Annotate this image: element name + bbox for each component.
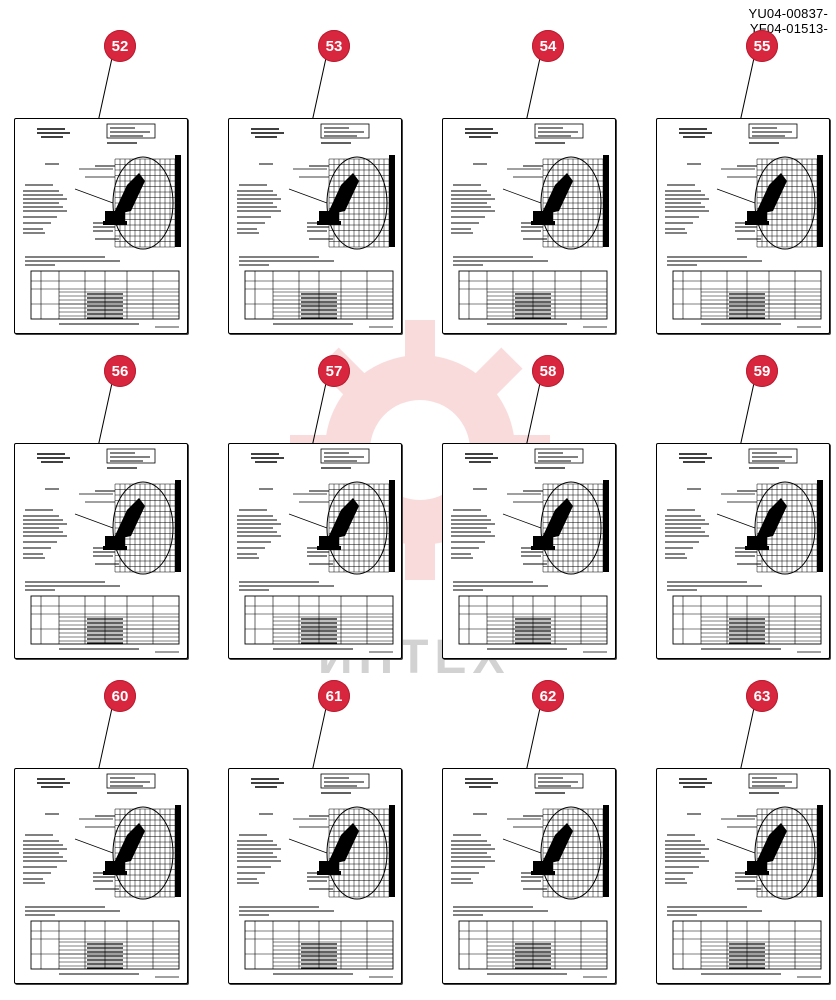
load-chart-sticker	[656, 118, 830, 334]
callout-number: 52	[104, 30, 136, 62]
load-chart-sticker	[656, 443, 830, 659]
callout-number: 59	[746, 355, 778, 387]
load-chart-sticker	[14, 118, 188, 334]
callout-number: 57	[318, 355, 350, 387]
callout-number: 63	[746, 680, 778, 712]
load-chart-sticker	[14, 443, 188, 659]
load-chart-sticker	[656, 768, 830, 984]
callout-number: 53	[318, 30, 350, 62]
part-code-1: YU04-00837-	[748, 6, 828, 21]
callout-number: 55	[746, 30, 778, 62]
load-chart-sticker	[228, 118, 402, 334]
load-chart-sticker	[228, 768, 402, 984]
callout-number: 60	[104, 680, 136, 712]
load-chart-sticker	[442, 118, 616, 334]
callout-number: 56	[104, 355, 136, 387]
callout-number: 54	[532, 30, 564, 62]
load-chart-sticker	[228, 443, 402, 659]
load-chart-sticker	[442, 443, 616, 659]
callout-number: 58	[532, 355, 564, 387]
load-chart-sticker	[14, 768, 188, 984]
load-chart-sticker	[442, 768, 616, 984]
callout-number: 62	[532, 680, 564, 712]
callout-number: 61	[318, 680, 350, 712]
